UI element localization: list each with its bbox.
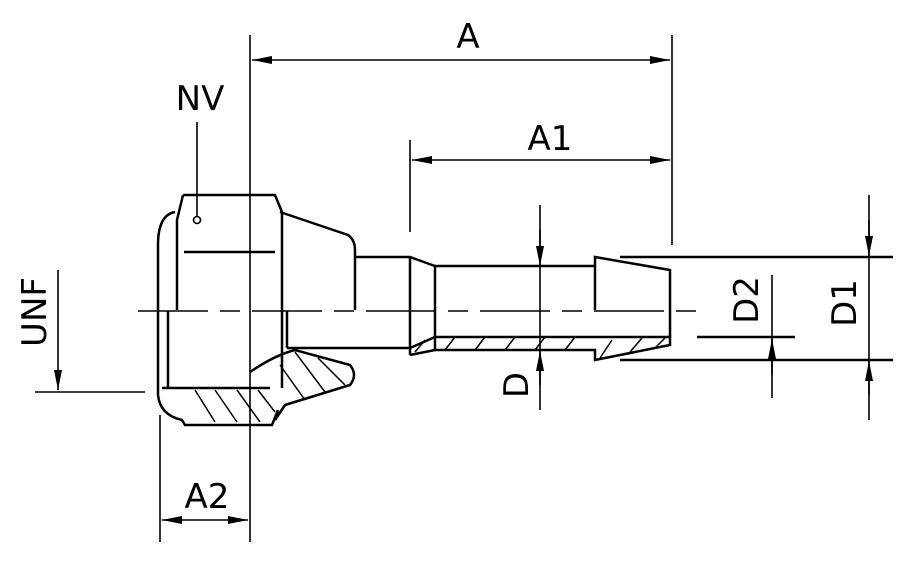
label-d: D xyxy=(497,372,537,398)
nut xyxy=(156,193,284,427)
label-a: A xyxy=(456,17,479,57)
label-d1: D1 xyxy=(825,279,865,327)
nv-marker-icon xyxy=(192,215,202,225)
label-a1: A1 xyxy=(528,119,573,159)
label-unf: UNF xyxy=(15,277,55,347)
label-d2: D2 xyxy=(727,276,767,324)
label-a2: A2 xyxy=(185,477,230,517)
fitting-body xyxy=(249,210,893,421)
label-nv: NV xyxy=(176,79,225,119)
